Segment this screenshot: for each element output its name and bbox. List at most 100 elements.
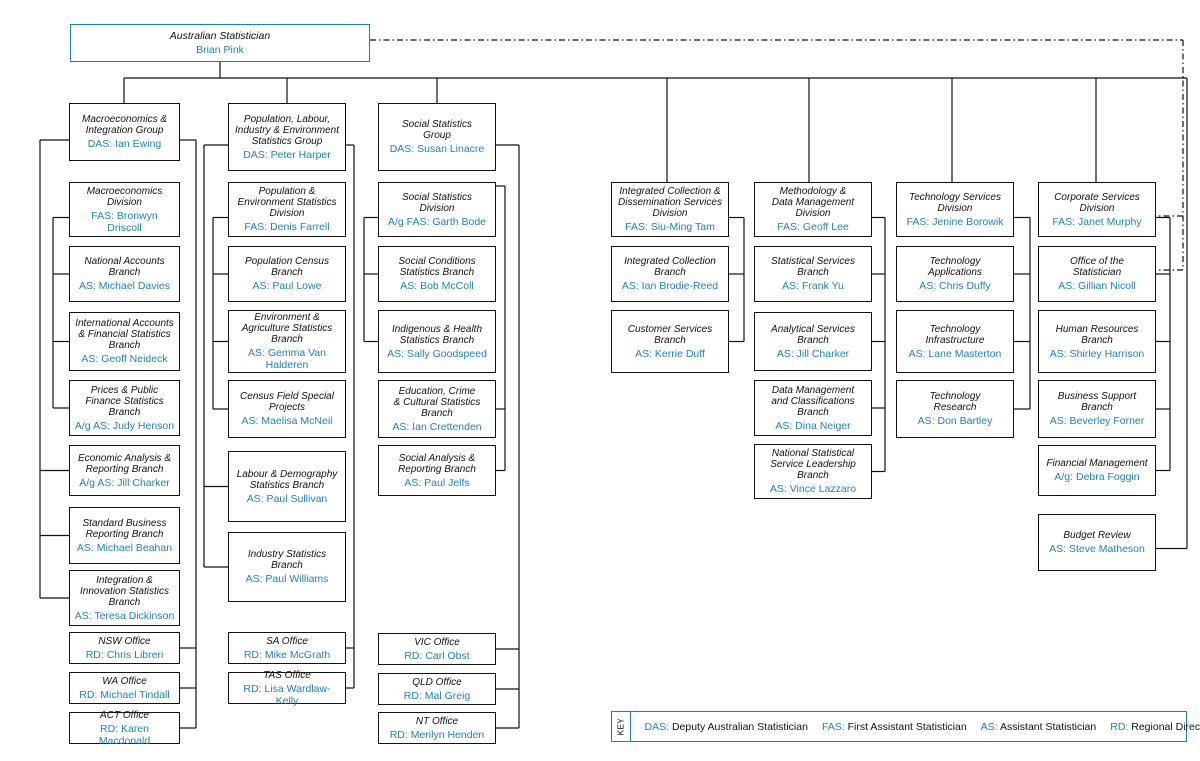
unit-title: National Accounts Branch [84, 256, 165, 278]
unit-title: Social Conditions Statistics Branch [398, 256, 476, 278]
unit-head: AS: Chris Duffy [919, 280, 991, 292]
unit-title: Social Statistics Division [401, 191, 473, 214]
unit-head: FAS: Jenine Borowik [906, 215, 1004, 228]
key-text: Regional Director [1131, 720, 1200, 733]
unit-head: RD: Michael Tindall [79, 688, 170, 701]
unit-head: AS: Gemma Van Halderen [247, 347, 326, 371]
unit-data-management-and-classifications-branch: Data Management and Classifications Bran… [754, 380, 872, 436]
unit-head: FAS: Siu-Ming Tam [625, 221, 715, 233]
unit-title: Industry Statistics Branch [247, 549, 327, 571]
unit-national-statistical-service-leadership-branch: National Statistical Service Leadership … [754, 444, 872, 499]
unit-head: AS: Gillian Nicoll [1058, 280, 1136, 292]
unit-title: Labour & Demography Statistics Branch [236, 468, 338, 491]
key-item-fas: FAS: First Assistant Statistician [822, 721, 967, 733]
unit-education-crime-cultural-statistics-branch: Education, Crime & Cultural Statistics B… [378, 380, 496, 438]
unit-title: Population, Labour, Industry & Environme… [235, 113, 339, 147]
key-text: Deputy Australian Statistician [669, 720, 808, 733]
unit-title: Indigenous & Health Statistics Branch [391, 323, 483, 346]
key-item-rd: RD: Regional Director [1110, 721, 1200, 733]
unit-head: AS: Paul Williams [245, 573, 329, 585]
unit-head: AS: Vince Lazzaro [769, 483, 857, 495]
unit-head: AS: Ian Crettenden [392, 420, 482, 433]
unit-title: Census Field Special Projects [240, 391, 334, 413]
unit-head: AS: Beverley Forner [1049, 415, 1145, 427]
unit-title: Human Resources Branch [1055, 323, 1139, 346]
unit-title: Methodology & Data Management Division [771, 186, 855, 219]
unit-head: AS: Paul Sullivan [246, 492, 328, 505]
unit-head: AS: Paul Lowe [252, 280, 322, 292]
unit-title: Prices & Public Finance Statistics Branc… [85, 384, 164, 418]
key-legend: KEY DAS: Deputy Australian Statistician … [611, 711, 1200, 742]
unit-title: NT Office [415, 715, 459, 727]
unit-title: National Statistical Service Leadership … [770, 448, 856, 481]
unit-title: ACT Office [100, 709, 149, 721]
unit-head: FAS: Denis Farrell [244, 221, 330, 233]
unit-title: Data Management and Classifications Bran… [771, 384, 855, 418]
unit-title: WA Office [102, 675, 147, 687]
unit-title: SA Office [266, 635, 308, 647]
unit-international-accounts-financial-statistics-branch: International Accounts & Financial Stati… [69, 312, 180, 371]
key-item-das: DAS: Deputy Australian Statistician [645, 721, 808, 733]
unit-head: AS: Michael Beahan [76, 541, 173, 554]
key-abbr: DAS: [644, 720, 670, 733]
unit-title: Customer Services Branch [627, 323, 713, 346]
unit-head: AS: Kerrie Duff [635, 347, 705, 360]
unit-head: AS: Frank Yu [782, 280, 844, 292]
unit-head: A/g FAS: Garth Bode [387, 215, 487, 228]
unit-head: RD: Lisa Wardlaw-Kelly [243, 682, 331, 707]
unit-head: Brian Pink [196, 43, 244, 56]
unit-integration-innovation-statistics-branch: Integration & Innovation Statistics Bran… [69, 570, 180, 626]
unit-head: AS: Michael Davies [78, 280, 171, 292]
key-text: Assistant Statistician [997, 720, 1097, 733]
unit-title: Social Statistics Group [401, 119, 473, 141]
key-abbr: FAS: [821, 720, 845, 733]
unit-head: AS: Shirley Harrison [1049, 347, 1145, 360]
unit-title: Standard Business Reporting Branch [82, 517, 167, 540]
unit-title: TAS Office [263, 669, 311, 681]
unit-title: Business Support Branch [1057, 391, 1137, 413]
unit-head: AS: Don Bartley [917, 415, 993, 427]
unit-population-labour-industry-environment-statistics-group: Population, Labour, Industry & Environme… [228, 103, 346, 171]
unit-head: RD: Mal Greig [403, 689, 471, 702]
unit-population-environment-statistics-division: Population & Environment Statistics Divi… [228, 182, 346, 237]
unit-head: AS: Ian Brodie-Reed [621, 280, 719, 292]
unit-title: Office of the Statistician [1070, 256, 1124, 278]
unit-environment-agriculture-statistics-branch: Environment & Agriculture Statistics Bra… [228, 310, 346, 373]
unit-head: RD: Mike McGrath [243, 648, 331, 661]
unit-title: Budget Review [1063, 530, 1131, 541]
unit-title: Financial Management [1046, 458, 1148, 469]
unit-head: A/g AS: Jill Charker [79, 476, 170, 489]
unit-title: Social Analysis & Reporting Branch [398, 452, 476, 475]
unit-head: FAS: Bronwyn Driscoll [91, 209, 158, 234]
unit-head: AS: Sally Goodspeed [387, 347, 487, 360]
unit-head: A/g: Debra Foggin [1054, 471, 1140, 483]
unit-title: Integrated Collection & Dissemination Se… [618, 186, 722, 219]
key-label: KEY [616, 717, 626, 736]
unit-title: Population Census Branch [245, 256, 329, 278]
